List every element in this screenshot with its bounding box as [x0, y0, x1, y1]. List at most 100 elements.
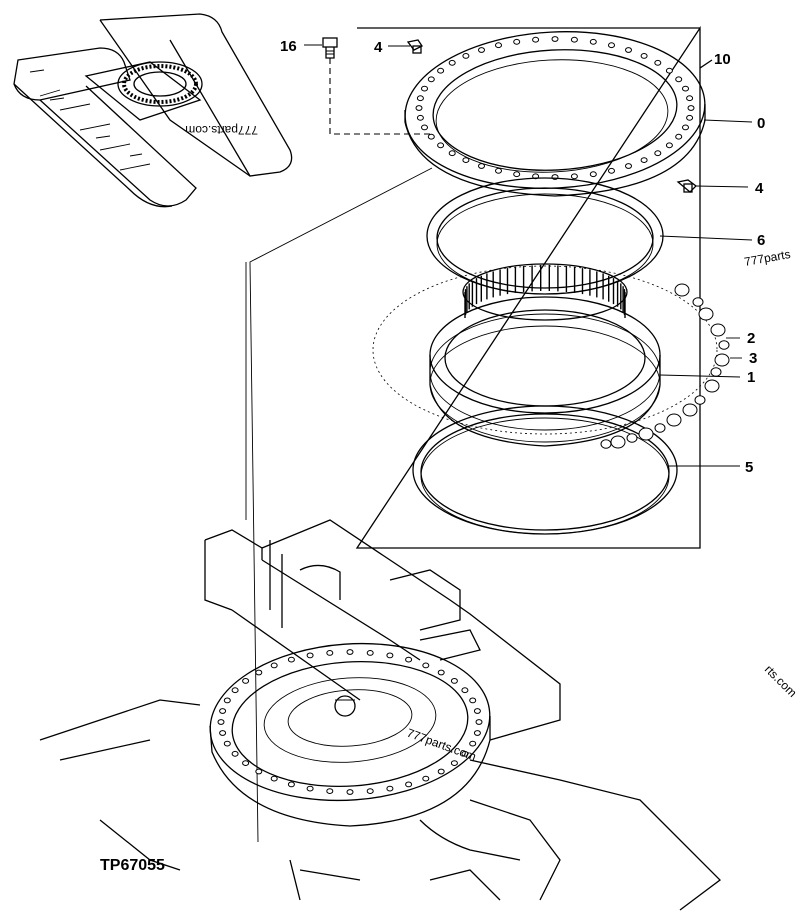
- bearing-ball: [666, 413, 682, 427]
- callout-4-top: 4: [374, 39, 383, 56]
- bearing-ball: [698, 307, 714, 321]
- bolt-hole: [640, 53, 648, 59]
- bearing-ball: [600, 439, 612, 449]
- turntable-bolt-hole: [287, 781, 295, 788]
- seal-ring-5: [412, 405, 678, 535]
- callout-6: 6: [757, 232, 765, 249]
- bolt-hole: [421, 85, 428, 92]
- turntable-bolt-hole: [437, 768, 445, 775]
- bolt-hole: [448, 59, 456, 66]
- turntable-bolt-hole: [469, 740, 477, 747]
- bearing-ball: [710, 367, 722, 377]
- turntable-bolt-hole: [473, 730, 481, 736]
- turntable-bolt-hole: [219, 708, 227, 714]
- turntable-bolt-hole: [287, 656, 295, 663]
- bolt-hole: [437, 67, 445, 74]
- callout-1: 1: [747, 369, 755, 386]
- callout-2: 2: [747, 330, 755, 347]
- bolt-hole: [675, 133, 683, 140]
- bearing-outer-ring: [404, 31, 706, 197]
- bearing-ball: [710, 323, 726, 337]
- turntable-bolt-hole: [270, 775, 278, 782]
- turntable-bolt-hole: [231, 750, 239, 757]
- bolt-16: [322, 37, 338, 59]
- bolt-hole: [570, 36, 578, 43]
- callout-leaders: [304, 44, 753, 467]
- turntable-bolt-hole: [346, 649, 354, 655]
- turntable-bolt-hole: [422, 662, 430, 669]
- bolt-hole: [686, 95, 694, 102]
- turntable-bolt-hole: [366, 650, 374, 656]
- bearing-ball: [654, 423, 666, 433]
- bolt-hole: [625, 163, 632, 169]
- turntable-bolt-hole: [450, 678, 458, 684]
- bolt-hole: [421, 124, 428, 131]
- turntable-bolt-hole: [422, 775, 430, 782]
- turntable-bolt-hole: [242, 678, 250, 684]
- bolt-hole: [625, 47, 632, 53]
- turntable-ring: [209, 642, 491, 827]
- inner-gear-ring-1: [429, 263, 661, 447]
- callout-5: 5: [745, 459, 753, 476]
- bearing-ball: [682, 403, 698, 417]
- bolt-hole: [589, 171, 597, 178]
- bolt-hole: [675, 76, 683, 83]
- callout-16: 16: [280, 38, 297, 55]
- bolt-hole: [478, 163, 485, 169]
- turntable-bolt-hole: [437, 669, 445, 676]
- bearing-ball: [610, 435, 626, 449]
- assembly-leader-lines: [245, 167, 433, 843]
- turntable-bolt-hole: [405, 656, 413, 663]
- bolt-hole: [495, 42, 502, 49]
- bolt-hole: [665, 142, 673, 149]
- bolt-hole: [513, 171, 521, 178]
- turntable-bolt-hole: [306, 785, 314, 792]
- bearing-ball: [694, 395, 706, 405]
- callout-0: 0: [757, 115, 765, 132]
- ball-race-path: [372, 265, 718, 435]
- turntable-bolt-hole: [461, 750, 469, 757]
- turntable-bolt-hole: [223, 740, 231, 747]
- bolt-hole: [570, 173, 578, 180]
- turntable-bolt-hole: [255, 669, 263, 676]
- upper-structure: [39, 519, 721, 911]
- turntable-bolt-hole: [450, 760, 458, 766]
- bolt-hole: [495, 167, 502, 174]
- bolt-hole: [513, 38, 521, 45]
- turntable-bolt-hole: [255, 768, 263, 775]
- turntable-bolt-hole: [242, 760, 250, 766]
- grease-fitting-4-right: [676, 179, 697, 193]
- turntable-bolt-hole: [469, 697, 477, 704]
- turntable-bolt-hole: [326, 650, 334, 656]
- bolt-hole: [682, 85, 689, 92]
- bearing-ball: [638, 427, 654, 441]
- callout-10: 10: [714, 51, 731, 68]
- turntable-bolt-hole: [326, 788, 334, 794]
- bolt-hole: [608, 42, 615, 49]
- watermark-bottom-right: rts.com: [762, 662, 800, 700]
- bearing-ball: [718, 340, 730, 350]
- bolt-hole: [427, 76, 435, 83]
- bolt-leader-dashed: [329, 58, 430, 135]
- turntable-bolt-hole: [366, 788, 374, 794]
- bolt-hole: [608, 167, 615, 174]
- undercarriage-overview: [13, 13, 293, 208]
- bearing-ball: [674, 283, 690, 297]
- bolt-hole: [415, 105, 423, 111]
- bolt-hole: [654, 59, 662, 66]
- bolt-hole: [682, 124, 689, 131]
- bolt-hole: [687, 105, 695, 111]
- turntable-bolt-hole: [223, 697, 231, 704]
- bolt-hole: [532, 36, 540, 43]
- bolt-hole: [665, 67, 673, 74]
- turntable-bolt-hole: [405, 781, 413, 788]
- turntable-bolt-hole: [306, 652, 314, 659]
- bolt-hole: [589, 38, 597, 45]
- bolt-hole: [416, 95, 424, 102]
- bearing-balls: [600, 283, 730, 449]
- watermark-right-edge: 777parts: [743, 247, 791, 269]
- bolt-hole: [448, 150, 456, 157]
- figure-id: TP67055: [100, 857, 165, 874]
- bolt-hole: [416, 114, 424, 121]
